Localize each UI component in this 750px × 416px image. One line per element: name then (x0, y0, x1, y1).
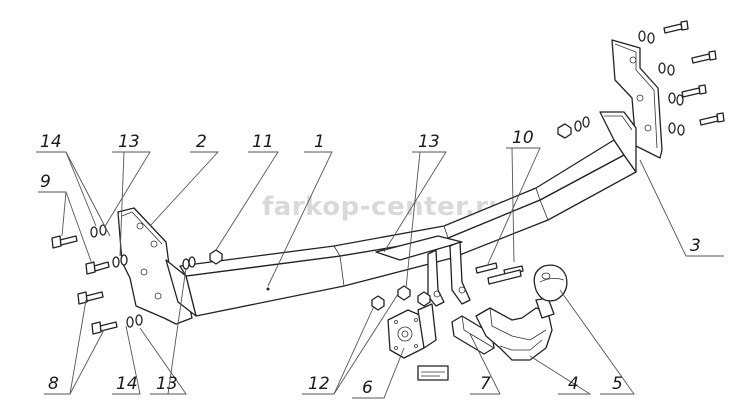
bolt (77, 291, 104, 305)
bolt (51, 235, 78, 249)
callout-13-bottom: 13 (156, 374, 178, 394)
clamp-plate (451, 315, 495, 355)
callout-13-top-left: 13 (118, 132, 140, 152)
callout-14-top: 14 (40, 132, 62, 152)
callout-5: 5 (612, 374, 623, 394)
callout-1: 1 (314, 132, 325, 152)
info-tag (417, 365, 449, 381)
callout-8: 8 (48, 374, 59, 394)
callout-labels: 14 13 2 11 1 13 10 3 9 8 14 13 12 6 7 4 … (40, 128, 701, 398)
bolt (699, 112, 725, 126)
nut (209, 249, 223, 265)
right-washers (557, 30, 685, 139)
pins (475, 262, 524, 285)
bolt (663, 20, 689, 34)
right-bracket-plate (611, 39, 663, 159)
left-bolts (51, 235, 118, 335)
right-bolts (663, 20, 725, 126)
callout-14-bottom: 14 (116, 374, 138, 394)
callout-7: 7 (480, 374, 491, 394)
ball-mount-arm (475, 297, 555, 361)
socket-plate (387, 303, 437, 359)
callout-12: 12 (308, 374, 330, 394)
mount-tabs (427, 241, 471, 307)
callout-6: 6 (362, 378, 373, 398)
bolt (681, 84, 707, 98)
bolt (85, 261, 110, 275)
left-washers (90, 224, 223, 328)
callout-13-top-center: 13 (418, 132, 440, 152)
callout-4: 4 (568, 374, 579, 394)
callout-3: 3 (690, 236, 701, 256)
leader-lines (36, 147, 724, 399)
callout-10: 10 (512, 128, 534, 148)
cross-beam (179, 111, 637, 317)
bolt (691, 50, 717, 64)
nut (557, 123, 572, 139)
bolt (91, 321, 118, 335)
callout-9: 9 (40, 172, 51, 192)
tow-ball (533, 264, 568, 302)
callout-2: 2 (196, 132, 207, 152)
left-bracket-plate (117, 207, 197, 325)
nuts (371, 285, 431, 311)
callout-11: 11 (252, 132, 274, 152)
